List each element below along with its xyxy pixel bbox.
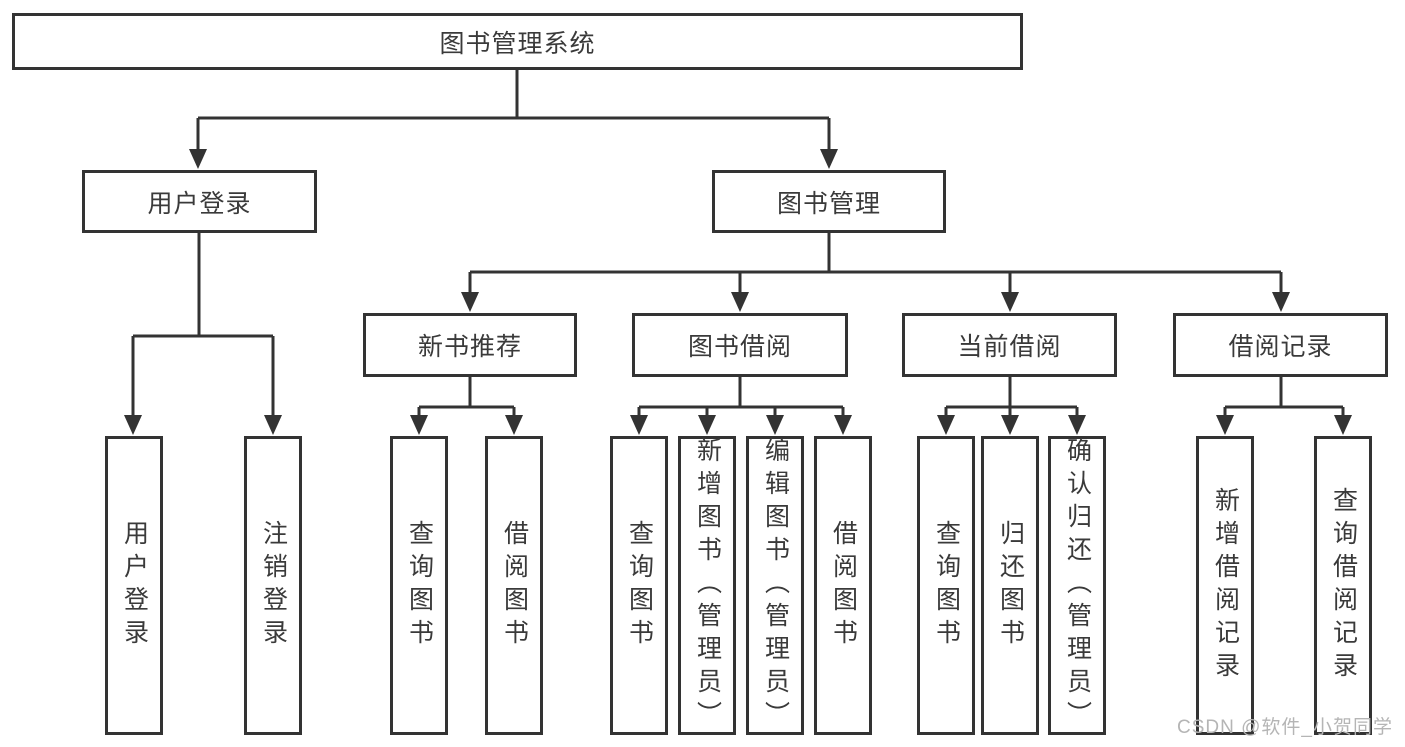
watermark-text: CSDN @软件_小贺同学 [1177,717,1393,738]
connector-current-borrow [944,377,1079,417]
leaf-query-books-borrow-label: 查询图书 [625,519,654,652]
node-current-borrow-label: 当前借阅 [957,333,1062,361]
leaf-return-books: 归还图书 [981,436,1039,735]
leaf-query-books-current-label: 查询图书 [932,519,961,652]
connector-book-borrow [637,377,845,417]
arrowhead-icon [461,292,479,312]
leaf-add-borrow-record: 新增借阅记录 [1196,436,1254,735]
node-new-book-recommend-label: 新书推荐 [417,333,522,361]
leaf-edit-books-admin: 编辑图书（管理员） [746,436,804,735]
leaf-query-books-borrow: 查询图书 [610,436,668,735]
leaf-return-books-label: 归还图书 [996,519,1025,652]
arrowhead-icon [1272,292,1290,312]
arrowhead-icon [1001,292,1019,312]
leaf-logout-label: 注销登录 [259,519,288,652]
leaf-query-borrow-record: 查询借阅记录 [1314,436,1372,735]
connector-new-book [417,377,516,417]
node-book-borrow-label: 图书借阅 [687,333,792,361]
node-root: 图书管理系统 [12,13,1023,70]
node-book-management-label: 图书管理 [776,189,881,218]
arrowhead-icon [410,415,428,435]
leaf-add-borrow-record-label: 新增借阅记录 [1211,486,1240,685]
leaf-user-login-label: 用户登录 [120,519,149,652]
arrowhead-icon [834,415,852,435]
node-root-label: 图书管理系统 [439,29,596,58]
arrowhead-icon [189,149,207,169]
leaf-query-borrow-record-label: 查询借阅记录 [1329,486,1358,685]
node-new-book-recommend: 新书推荐 [363,313,577,377]
leaf-user-login: 用户登录 [105,436,163,735]
arrowhead-icon [505,415,523,435]
leaf-borrow-books-recommend: 借阅图书 [485,436,543,735]
arrowhead-icon [766,415,784,435]
leaf-edit-books-admin-label: 编辑图书（管理员） [761,437,790,734]
leaf-borrow-books-label: 借阅图书 [829,519,858,652]
leaf-borrow-books: 借阅图书 [814,436,872,735]
arrowhead-icon [124,415,142,435]
connector-book-management [468,233,1283,294]
leaf-confirm-return-admin-label: 确认归还（管理员） [1063,437,1092,734]
leaf-query-books-recommend: 查询图书 [390,436,448,735]
arrowhead-icon [264,415,282,435]
arrowhead-icon [1334,415,1352,435]
arrowhead-icon [731,292,749,312]
connector-root [196,70,831,150]
node-borrow-records: 借阅记录 [1173,313,1388,377]
node-current-borrow: 当前借阅 [902,313,1117,377]
leaf-query-books-current: 查询图书 [917,436,975,735]
node-book-management: 图书管理 [712,170,946,233]
arrowhead-icon [1068,415,1086,435]
arrowhead-icon [630,415,648,435]
leaf-logout: 注销登录 [244,436,302,735]
node-user-login-label: 用户登录 [147,189,252,218]
node-borrow-records-label: 借阅记录 [1228,333,1333,361]
arrowhead-icon [1216,415,1234,435]
connector-borrow-records [1223,377,1345,417]
leaf-add-books-admin-label: 新增图书（管理员） [693,437,722,734]
arrowhead-icon [937,415,955,435]
leaf-add-books-admin: 新增图书（管理员） [678,436,736,735]
node-book-borrow: 图书借阅 [632,313,848,377]
leaf-query-books-recommend-label: 查询图书 [405,519,434,652]
node-user-login: 用户登录 [82,170,317,233]
arrowhead-icon [820,149,838,169]
arrowhead-icon [698,415,716,435]
arrowhead-icon [1001,415,1019,435]
connector-user-login [131,233,275,417]
leaf-confirm-return-admin: 确认归还（管理员） [1048,436,1106,735]
leaf-borrow-books-recommend-label: 借阅图书 [500,519,529,652]
